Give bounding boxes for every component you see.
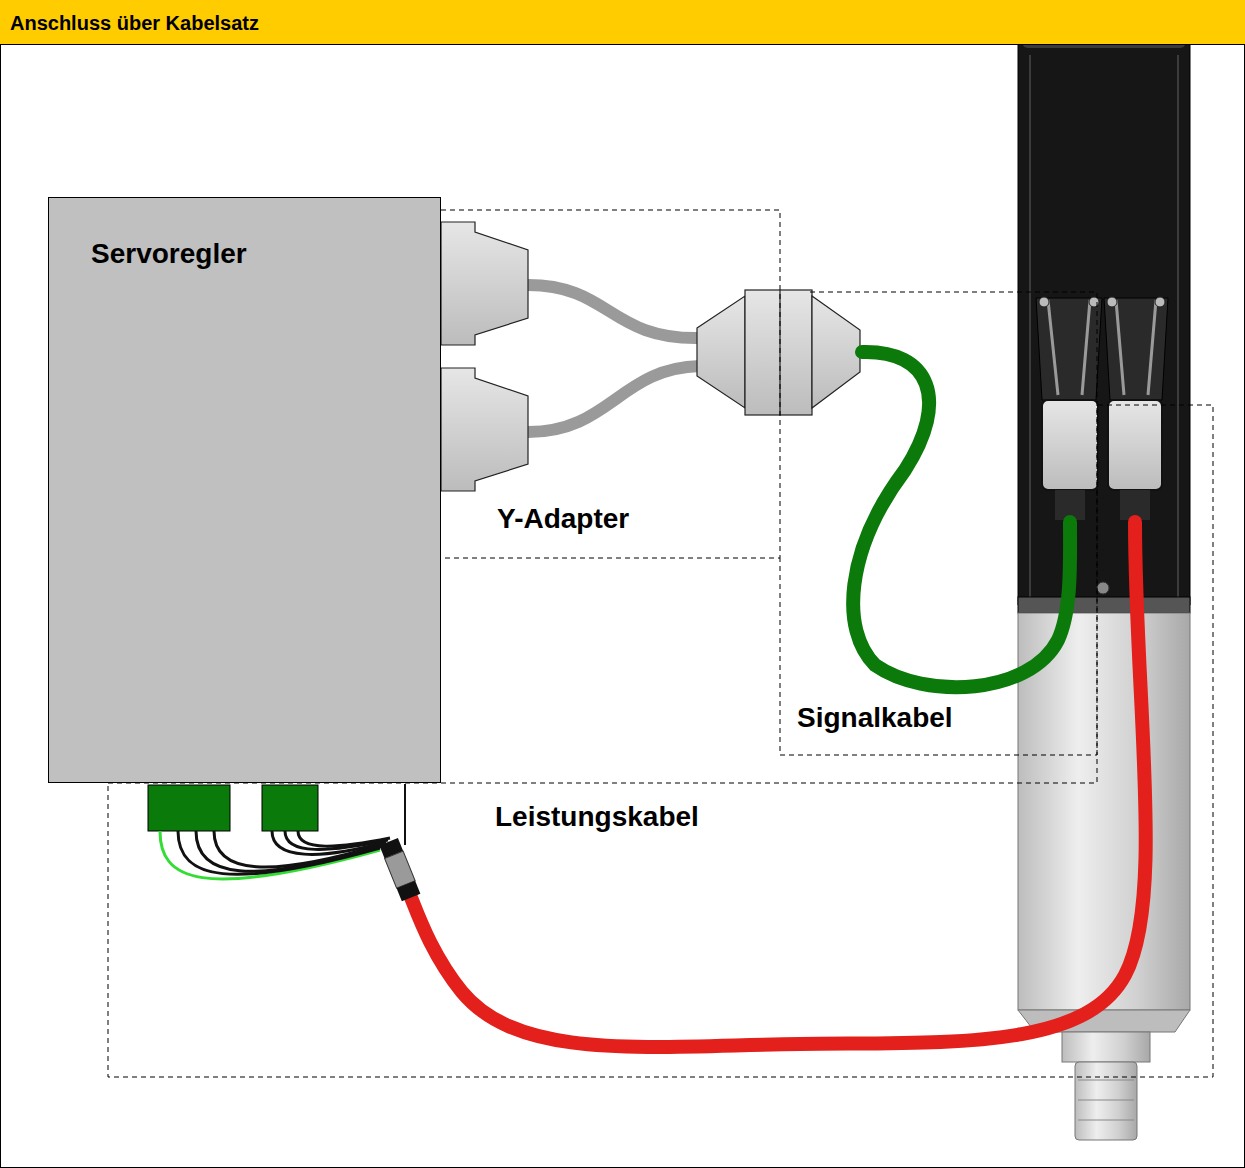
motor-connector bbox=[1039, 297, 1049, 307]
motor-spindle bbox=[1062, 1032, 1150, 1062]
node-label: Signalkabel bbox=[797, 702, 953, 734]
motor-spindle bbox=[1018, 613, 1190, 1010]
signal-cable bbox=[853, 352, 1070, 687]
power-terminal bbox=[298, 831, 390, 846]
power-terminal bbox=[404, 784, 406, 845]
motor-connector bbox=[1048, 300, 1090, 395]
adapter-connector bbox=[697, 296, 745, 408]
dashed-outline bbox=[108, 405, 1213, 1077]
dashed-outline bbox=[780, 292, 1097, 755]
controller-plug bbox=[441, 368, 528, 491]
motor-connector bbox=[1155, 297, 1165, 307]
motor-spindle bbox=[1177, 55, 1179, 600]
motor-connector bbox=[1108, 400, 1162, 490]
title-bar: Anschluss über Kabelsatz bbox=[0, 0, 1245, 45]
power-terminal bbox=[148, 785, 230, 831]
motor-spindle bbox=[1097, 582, 1109, 594]
adapter-connector bbox=[812, 296, 860, 408]
signal-cable-region: Signalkabel bbox=[780, 292, 1097, 755]
motor-connector bbox=[1042, 400, 1098, 490]
motor-spindle bbox=[1078, 1080, 1134, 1081]
motor-spindle bbox=[1018, 597, 1190, 613]
power-terminal bbox=[397, 881, 421, 901]
motor-spindle bbox=[1018, 5, 1190, 605]
dashed-outline bbox=[441, 210, 780, 558]
diagram-title: Anschluss über Kabelsatz bbox=[10, 12, 259, 35]
motor-spindle bbox=[1078, 1100, 1134, 1101]
controller-plug bbox=[441, 222, 528, 345]
adapter-connector bbox=[745, 290, 812, 415]
motor-spindle bbox=[1075, 1062, 1137, 1140]
motor-connector bbox=[1116, 300, 1156, 395]
power-terminal bbox=[262, 785, 318, 831]
motor-connector bbox=[1036, 297, 1168, 520]
dashed-outline bbox=[780, 292, 1097, 755]
adapter-cable bbox=[528, 285, 700, 338]
power-terminal bbox=[160, 784, 405, 879]
node-label: Y-Adapter bbox=[497, 503, 629, 535]
motor-connector bbox=[1104, 298, 1168, 400]
node-label: Servoregler bbox=[91, 238, 247, 270]
motor-connector bbox=[1036, 298, 1102, 400]
power-terminal bbox=[148, 784, 420, 901]
node-label: Leistungskabel bbox=[495, 801, 699, 833]
motor-spindle bbox=[1018, 5, 1190, 1140]
dashed-outline bbox=[108, 405, 1213, 1077]
controller-plug bbox=[441, 222, 528, 491]
adapter-connector bbox=[697, 290, 860, 415]
adapter-cable bbox=[528, 285, 700, 432]
power-cable-region: Leistungskabel bbox=[108, 405, 1213, 1077]
motor-spindle bbox=[1078, 1120, 1134, 1121]
power-terminal bbox=[379, 838, 420, 901]
adapter-cable bbox=[528, 366, 700, 432]
controller-box: Servoregler bbox=[48, 197, 441, 783]
adapter-region: Y-Adapter bbox=[441, 210, 780, 558]
motor-spindle bbox=[1029, 55, 1031, 600]
motor-connector bbox=[1107, 297, 1117, 307]
power-cable bbox=[410, 522, 1146, 1047]
